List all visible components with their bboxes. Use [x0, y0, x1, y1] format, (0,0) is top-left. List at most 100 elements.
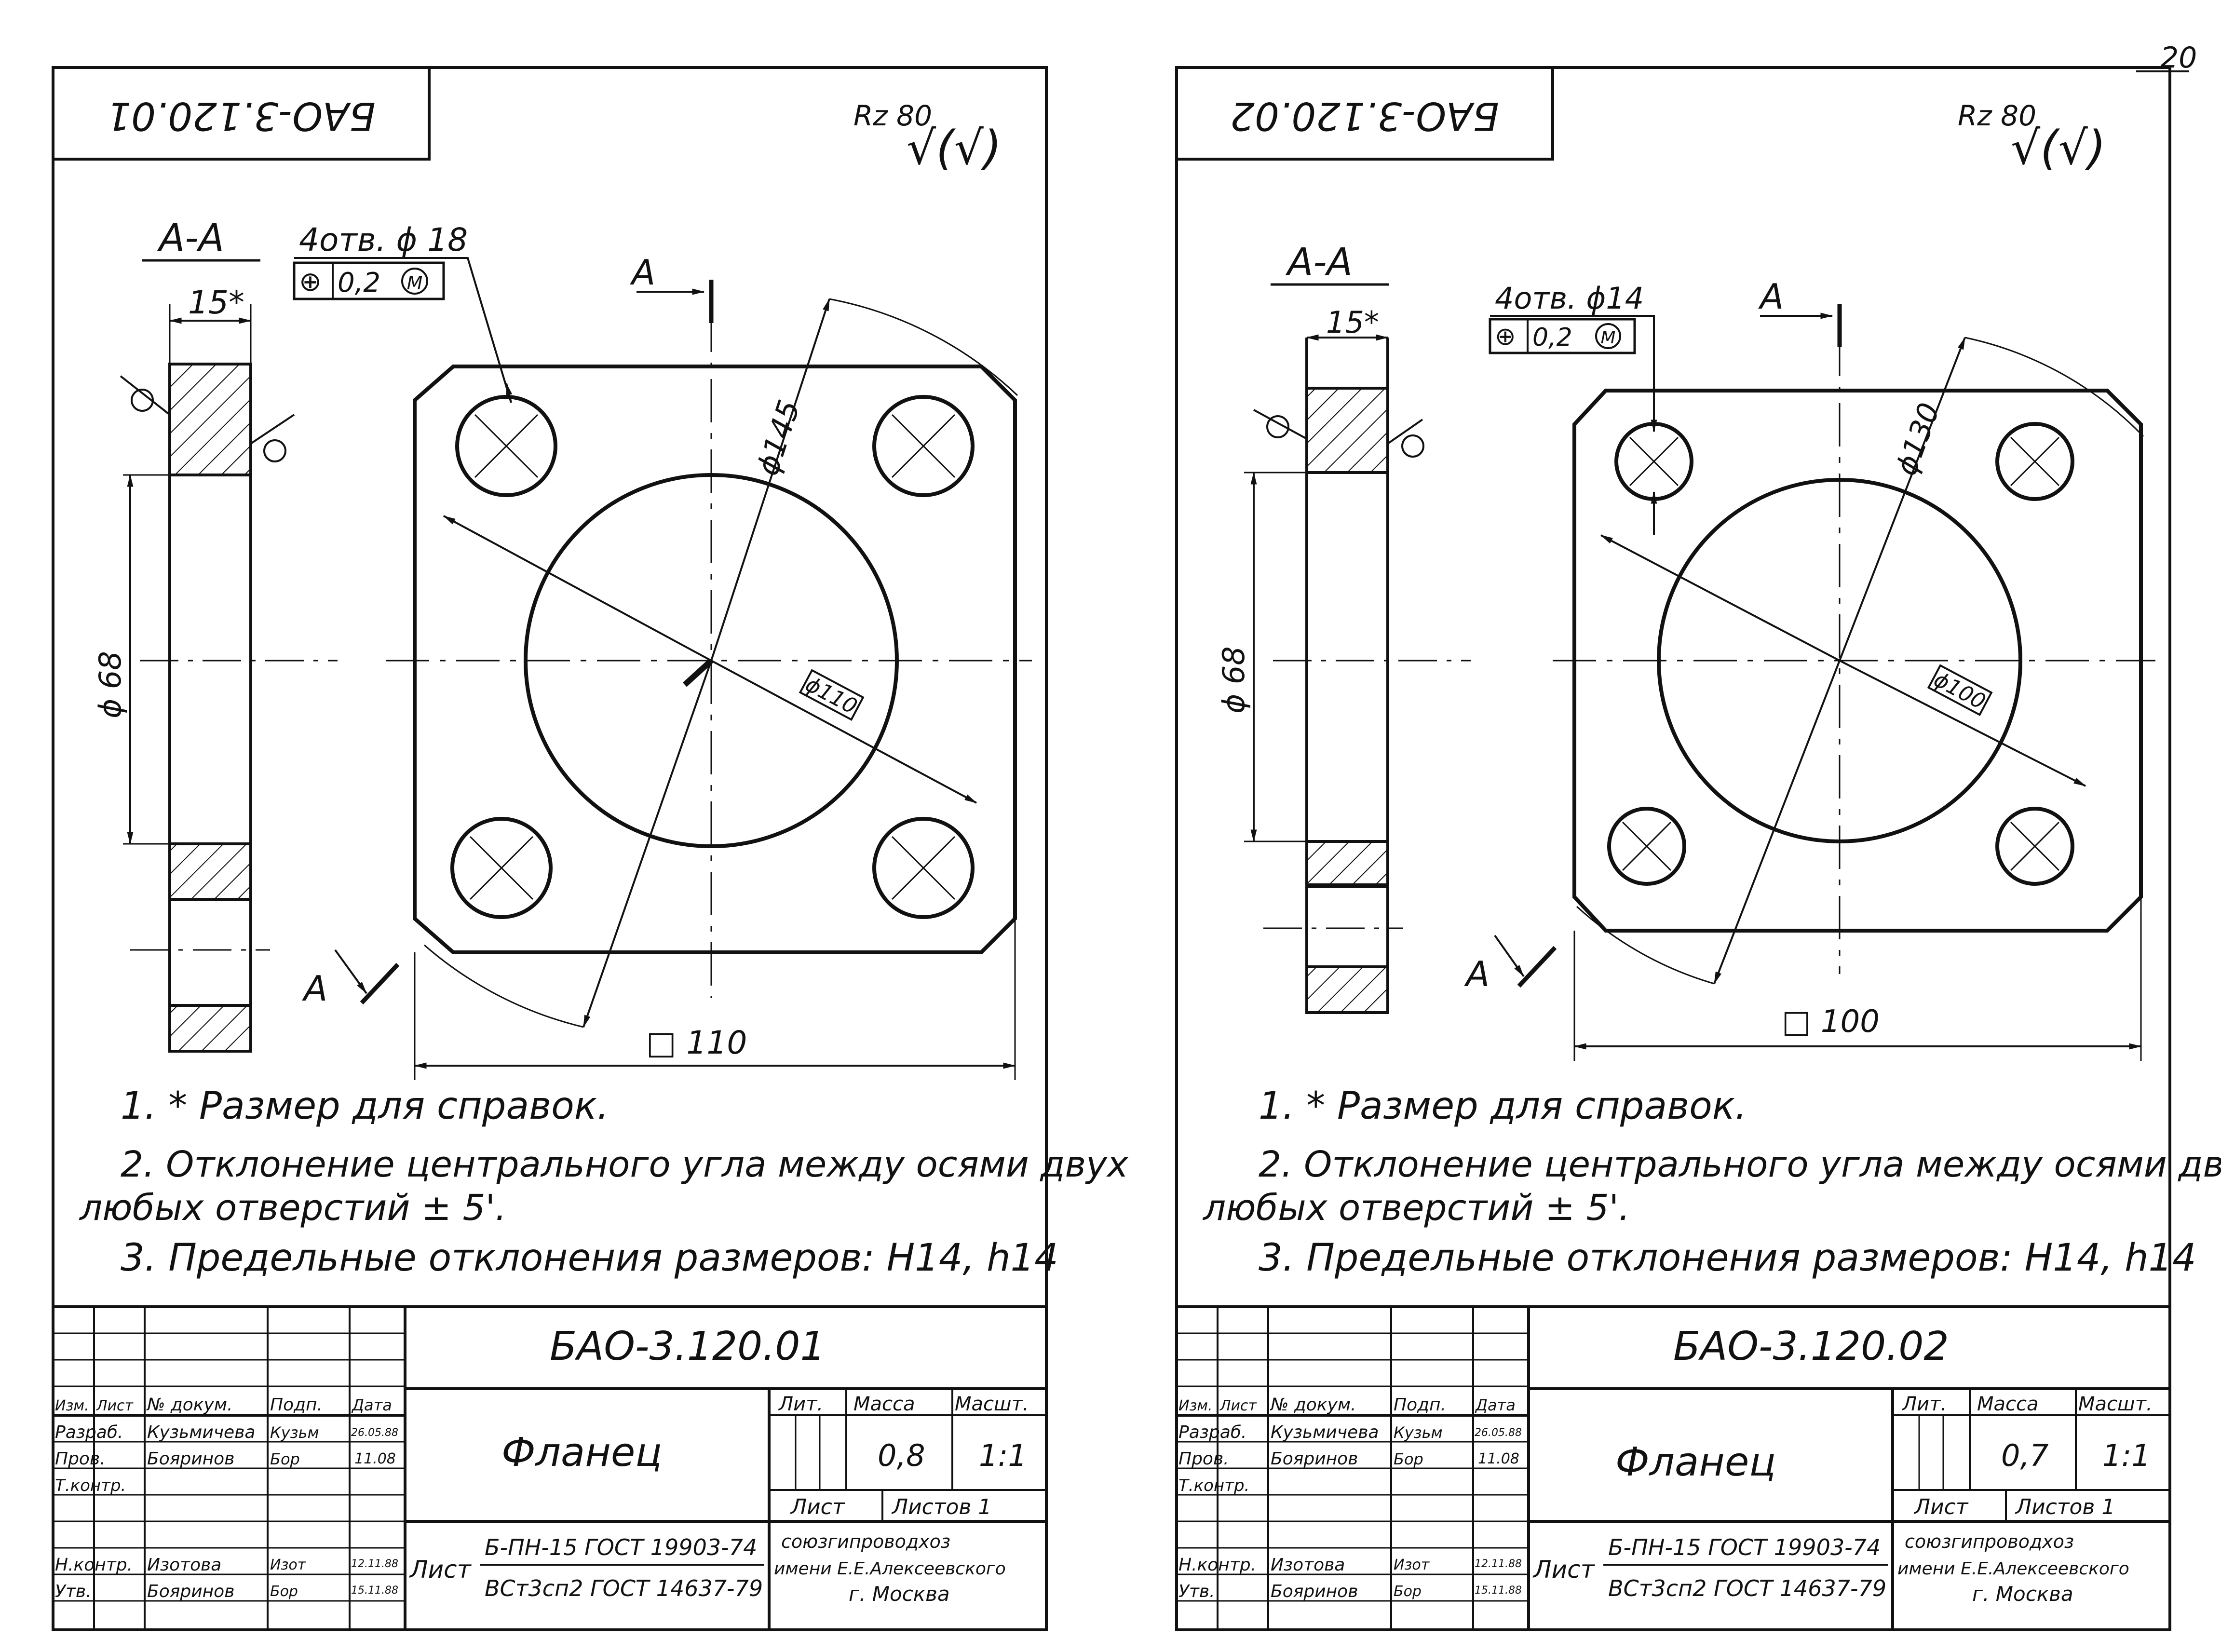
- note-2-cont: любых отверстий ± 5'.: [1202, 1187, 1630, 1229]
- role-developer: Разраб.: [1178, 1422, 1246, 1442]
- org-line-2: имени Е.Е.Алексеевского: [774, 1559, 1006, 1579]
- title-block: Изм. Лист № докум. Подп. Дата Разраб. Ку…: [1177, 1305, 2170, 1630]
- note-1: 1. * Размер для справок.: [121, 1084, 609, 1128]
- sign-norm-control: Изот: [270, 1557, 307, 1573]
- cut-label-bottom: А: [302, 968, 327, 1009]
- rotated-stamp-code: БАО-3.120.02: [1230, 94, 1499, 138]
- bore-dim: ϕ110: [801, 672, 861, 719]
- notes: 1. * Размер для справок. 2. Отклонение ц…: [79, 1084, 1129, 1280]
- bolt-circle-dim: ϕ130: [1889, 398, 1946, 480]
- sheet-frame: [52, 66, 1048, 1631]
- section-label: А-А: [1285, 241, 1353, 284]
- rotated-stamp-box: [52, 66, 431, 161]
- bolt-circle-dim: ϕ145: [750, 396, 807, 480]
- col-header-date: Дата: [351, 1396, 392, 1414]
- section-hatch-mid: [168, 842, 252, 901]
- tolerance-modifier: M: [407, 272, 423, 294]
- org-line-2: имени Е.Е.Алексеевского: [1897, 1559, 2129, 1579]
- date-norm-control: 12.11.88: [351, 1558, 398, 1570]
- holes-callout: 4отв. ϕ14 ⊕ 0,2 M: [1489, 281, 1657, 535]
- title-name: Фланец: [501, 1430, 662, 1476]
- bolt-hole-4: [872, 817, 975, 919]
- sheet-label: Лист: [790, 1495, 845, 1519]
- roughness-symbol: √(√): [907, 121, 1002, 175]
- notes: 1. * Размер для справок. 2. Отклонение ц…: [1202, 1084, 2221, 1280]
- roughness-prefix: Rz 80: [853, 99, 932, 132]
- cut-label-top: А: [1758, 276, 1784, 317]
- bolt-hole-2: [1995, 422, 2074, 501]
- roughness-mark: Rz 80 √(√): [853, 99, 1002, 175]
- col-header-date: Дата: [1475, 1396, 1516, 1414]
- sheet-frame: [1175, 66, 2171, 1631]
- cut-label-bottom: А: [1464, 954, 1490, 994]
- size-dim: □ 110: [646, 1024, 747, 1061]
- material-prefix: Лист: [1532, 1556, 1596, 1584]
- scale-value: 1:1: [979, 1438, 1027, 1473]
- role-checker: Пров.: [1178, 1449, 1229, 1469]
- bolt-hole-2: [872, 395, 975, 497]
- section-hatch-bottom: [1305, 965, 1389, 1014]
- person-norm-control: Изотова: [1271, 1555, 1345, 1575]
- material-prefix: Лист: [409, 1556, 472, 1584]
- role-tech-control: Т.контр.: [1178, 1476, 1249, 1495]
- section-label: А-А: [157, 217, 224, 260]
- holes-callout: 4отв. ϕ 18 ⊕ 0,2 M: [293, 221, 513, 403]
- roughness-mark: Rz 80 √(√): [1958, 99, 2106, 175]
- tolerance-frame: [1489, 318, 1636, 354]
- sheet-2: БАО-3.120.02 Rz 80 √(√) А-А 15* ϕ 68: [1175, 66, 2221, 1631]
- mass-value: 0,7: [2001, 1438, 2049, 1473]
- org-line-1: союзгипроводхоз: [1905, 1531, 2074, 1552]
- sign-checker: Бор: [1394, 1450, 1423, 1468]
- col-header-list: Лист: [96, 1397, 134, 1414]
- material-line-2: ВСт3сп2 ГОСТ 14637-79: [1608, 1575, 1886, 1601]
- bore-dim: ϕ100: [1930, 667, 1990, 714]
- section-hatch-top: [168, 363, 252, 476]
- section-hatch-mid: [1305, 840, 1389, 886]
- org-line-3: г. Москва: [1972, 1582, 2073, 1606]
- flange-plan-view: ϕ145 ϕ110 □ 110: [386, 298, 1032, 1080]
- org-line-3: г. Москва: [849, 1582, 950, 1606]
- rotated-stamp-box: [1175, 66, 1554, 161]
- spigot-dim: ϕ 68: [1216, 646, 1251, 714]
- sheets-label: Листов 1: [2015, 1495, 2115, 1519]
- lit-label: Лит.: [778, 1393, 823, 1415]
- note-2: 2. Отклонение центрального угла между ос…: [121, 1144, 1129, 1185]
- cut-label-top: А: [630, 252, 655, 293]
- flange-outline: [413, 365, 1017, 954]
- role-checker: Пров.: [55, 1449, 106, 1469]
- person-approver: Бояринов: [1271, 1582, 1358, 1601]
- col-header-list: Лист: [1219, 1397, 1258, 1414]
- col-header-doc: № докум.: [146, 1395, 232, 1415]
- sheet-1: БАО-3.120.01 Rz 80 √(√) А-А 15* ϕ 68: [52, 66, 1129, 1631]
- bolt-hole-3: [1607, 807, 1686, 886]
- role-tech-control: Т.контр.: [55, 1476, 126, 1495]
- thickness-dim: 15*: [1326, 305, 1379, 340]
- tolerance-modifier: M: [1600, 328, 1615, 348]
- spigot-dim: ϕ 68: [93, 651, 128, 718]
- note-2: 2. Отклонение центрального угла между ос…: [1259, 1144, 2221, 1185]
- title-name: Фланец: [1615, 1439, 1776, 1485]
- material-line-1: Б-ПН-15 ГОСТ 19903-74: [485, 1534, 757, 1560]
- roughness-circle-left: [131, 389, 154, 412]
- sheets-label: Листов 1: [891, 1495, 991, 1519]
- mass-label: Масса: [853, 1393, 915, 1415]
- person-approver: Бояринов: [147, 1582, 234, 1601]
- person-developer: Кузьмичева: [147, 1422, 255, 1442]
- col-header-doc: № докум.: [1270, 1395, 1356, 1415]
- section-hatch-bottom: [168, 1004, 252, 1053]
- title-code: БАО-3.120.02: [1673, 1324, 1949, 1369]
- lit-label: Лит.: [1901, 1393, 1947, 1415]
- section-hatch-top: [1305, 387, 1389, 474]
- section-view: А-А 15* ϕ 68: [1216, 241, 1471, 1014]
- tolerance-value: 0,2: [338, 267, 380, 298]
- size-dim: □ 100: [1782, 1004, 1880, 1040]
- rotated-stamp-code: БАО-3.120.01: [107, 94, 376, 138]
- page-number: 20: [2160, 41, 2197, 75]
- title-block: Изм. Лист № докум. Подп. Дата Разраб. Ку…: [53, 1305, 1046, 1630]
- sign-approver: Бор: [270, 1583, 298, 1600]
- mass-label: Масса: [1977, 1393, 2039, 1415]
- date-checker: 11.08: [354, 1450, 396, 1467]
- role-approver: Утв.: [1178, 1582, 1215, 1601]
- date-developer: 26.05.88: [351, 1427, 398, 1439]
